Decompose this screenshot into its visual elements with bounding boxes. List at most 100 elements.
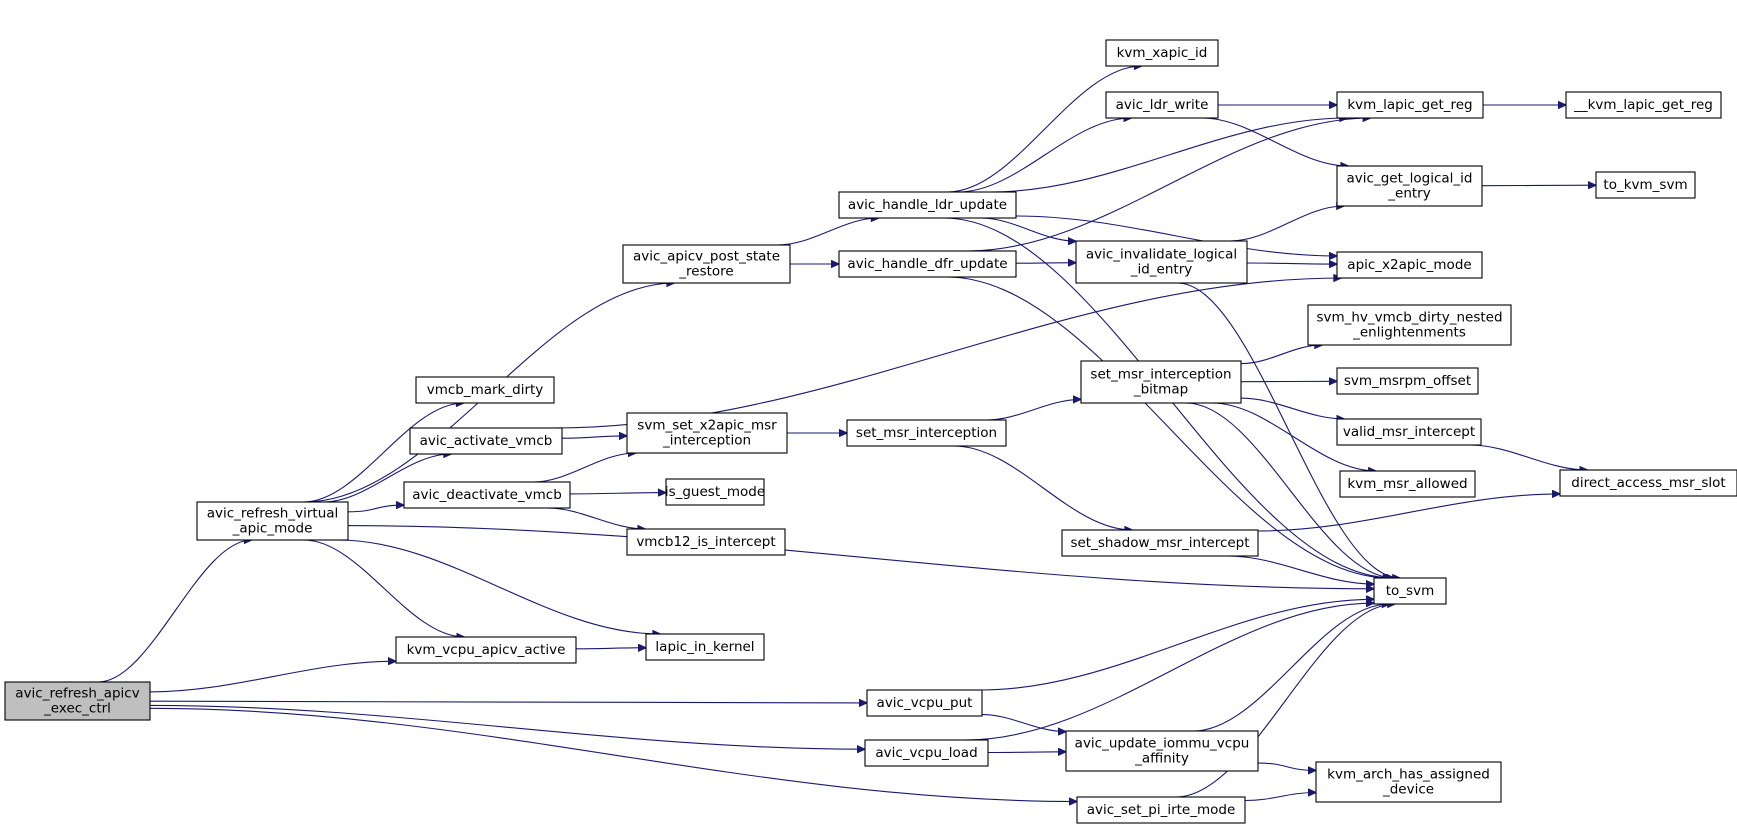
edge-refresh_virtual-to-lapic_in_kernel	[337, 539, 661, 634]
nodes-layer: avic_refresh_apicv_exec_ctrlavic_refresh…	[4, 39, 1737, 824]
edge-path	[554, 278, 1341, 429]
edge-path	[987, 752, 1066, 753]
node-box	[1336, 251, 1483, 279]
edge-path	[986, 399, 1081, 421]
node-is-guest-mode[interactable]: is_guest_mode	[665, 478, 765, 506]
edge-refresh_virtual-to-vmcb_mark_dirty	[303, 403, 464, 503]
edge-path	[957, 118, 1132, 193]
node-box	[1336, 165, 1483, 207]
edge-path	[1201, 117, 1349, 166]
node-avic-deactivate-vmcb[interactable]: avic_deactivate_vmcb	[403, 481, 571, 509]
node-label: vmcb_mark_dirty	[427, 382, 544, 398]
edge-path	[1227, 555, 1374, 584]
node-avic-get-logical-id[interactable]: avic_get_logical_id_entry	[1336, 165, 1483, 207]
node-label: avic_set_pi_irte_mode	[1087, 802, 1236, 818]
node-label: _interception	[662, 433, 751, 449]
edge-avic_invalidate_logical-to-apic_x2apic_mode	[1246, 263, 1337, 264]
edge-avic_vcpu_load-to-avic_update_iommu	[987, 752, 1066, 753]
node-avic-handle-ldr-update[interactable]: avic_handle_ldr_update	[838, 191, 1017, 219]
edge-path	[569, 493, 666, 494]
node-avic-handle-dfr-update[interactable]: avic_handle_dfr_update	[838, 250, 1017, 278]
edge-avic_handle_ldr_update-to-kvm_xapic_id	[947, 66, 1142, 193]
edge-path	[149, 704, 865, 749]
node-avic-invalidate-logical[interactable]: avic_invalidate_logical_id_entry	[1075, 240, 1248, 284]
node-avic-activate-vmcb[interactable]: avic_activate_vmcb	[409, 427, 563, 455]
node-set-msr-interception-bitmap[interactable]: set_msr_interception_bitmap	[1080, 360, 1242, 404]
edge-set_msr_interception_bitmap-to-to_svm	[1185, 402, 1395, 578]
node-direct-access-msr-slot[interactable]: direct_access_msr_slot	[1559, 469, 1737, 497]
edge-refresh_virtual-to-kvm_vcpu_apicv_active	[303, 539, 465, 637]
node-svm-msrpm-offset[interactable]: svm_msrpm_offset	[1336, 367, 1479, 395]
edge-avic_handle_ldr_update-to-avic_invalidate_logical	[980, 217, 1076, 241]
edge-path	[965, 603, 1374, 741]
edge-avic_update_iommu-to-kvm_arch_has_assigned	[1257, 762, 1316, 770]
node-label: avic_handle_dfr_update	[847, 256, 1007, 272]
node-valid-msr-intercept[interactable]: valid_msr_intercept	[1336, 418, 1482, 446]
edge-avic_handle_dfr_update-to-avic_invalidate_logical	[1015, 263, 1076, 264]
node-box	[1065, 730, 1259, 772]
edge-avic_get_logical_id-to-to_kvm_svm	[1481, 185, 1596, 186]
node-label: _device	[1382, 782, 1434, 798]
node-label: svm_msrpm_offset	[1344, 373, 1471, 389]
node-set-shadow-msr-intercept[interactable]: set_shadow_msr_intercept	[1061, 529, 1259, 557]
node-to-svm[interactable]: to_svm	[1373, 577, 1447, 605]
node-label: svm_set_x2apic_msr	[637, 418, 777, 434]
edge-path	[980, 599, 1374, 691]
node-kvm-vcpu-apicv-active[interactable]: kvm_vcpu_apicv_active	[395, 636, 577, 664]
node-box	[1565, 91, 1722, 119]
edge-set_msr_interception-to-set_msr_interception_bitmap	[986, 399, 1081, 421]
node-apic-x2apic-mode[interactable]: apic_x2apic_mode	[1336, 251, 1483, 279]
node-box	[1339, 470, 1476, 498]
edge-path	[1246, 263, 1337, 264]
edge-avic_invalidate_logical-to-to_svm	[1177, 282, 1400, 578]
node-label: direct_access_msr_slot	[1571, 475, 1725, 491]
node-lapic-in-kernel[interactable]: lapic_in_kernel	[645, 633, 765, 661]
node-avic-vcpu-put[interactable]: avic_vcpu_put	[866, 689, 983, 717]
edge-avic_deactivate_vmcb-to-is_guest_mode	[569, 493, 666, 494]
node-box	[403, 481, 571, 509]
node-svm-hv-vmcb-dirty[interactable]: svm_hv_vmcb_dirty_nested_enlightenments	[1307, 304, 1512, 346]
edge-avic_handle_dfr_update-to-kvm_lapic_get_reg	[966, 118, 1371, 252]
node-label: lapic_in_kernel	[655, 639, 754, 655]
node-kvm-lapic-get-reg[interactable]: kvm_lapic_get_reg	[1336, 91, 1484, 119]
node-refresh-virtual[interactable]: avic_refresh_virtual_apic_mode	[196, 501, 349, 541]
edge-path	[1175, 604, 1395, 798]
node---kvm-lapic-get-reg[interactable]: __kvm_lapic_get_reg	[1565, 91, 1722, 119]
node-avic-ldr-write[interactable]: avic_ldr_write	[1105, 91, 1219, 119]
node-label: vmcb12_is_intercept	[636, 534, 775, 550]
node-avic-vcpu-load[interactable]: avic_vcpu_load	[864, 739, 989, 767]
node-svm-set-x2apic[interactable]: svm_set_x2apic_msr_interception	[626, 412, 788, 454]
node-vmcb12-is-intercept[interactable]: vmcb12_is_intercept	[626, 528, 786, 556]
node-box	[1080, 360, 1242, 404]
node-label: to_kvm_svm	[1603, 177, 1687, 193]
node-box	[645, 633, 765, 661]
node-box	[196, 501, 349, 541]
node-avic-apicv-post[interactable]: avic_apicv_post_state_restore	[622, 244, 791, 284]
node-box	[1307, 304, 1512, 346]
node-label: kvm_msr_allowed	[1347, 476, 1467, 492]
node-label: set_shadow_msr_intercept	[1070, 535, 1249, 551]
node-avic-update-iommu[interactable]: avic_update_iommu_vcpu_affinity	[1065, 730, 1259, 772]
node-root[interactable]: avic_refresh_apicv_exec_ctrl	[4, 681, 151, 721]
node-kvm-xapic-id[interactable]: kvm_xapic_id	[1105, 39, 1219, 67]
node-kvm-msr-allowed[interactable]: kvm_msr_allowed	[1339, 470, 1476, 498]
node-box	[626, 412, 788, 454]
edge-avic_handle_ldr_update-to-avic_ldr_write	[957, 118, 1132, 193]
node-avic-set-pi-irte-mode[interactable]: avic_set_pi_irte_mode	[1076, 796, 1246, 824]
node-to-kvm-svm[interactable]: to_kvm_svm	[1595, 171, 1696, 199]
node-label: _affinity	[1134, 751, 1189, 767]
node-set-msr-interception[interactable]: set_msr_interception	[846, 419, 1007, 447]
edge-avic_set_pi_irte_mode-to-to_svm	[1175, 604, 1395, 798]
node-box	[665, 478, 765, 506]
node-label: avic_invalidate_logical	[1086, 247, 1237, 263]
edge-path	[954, 445, 1132, 530]
node-label: avic_refresh_apicv	[15, 686, 139, 702]
node-vmcb-mark-dirty[interactable]: vmcb_mark_dirty	[415, 376, 555, 404]
edge-avic_invalidate_logical-to-avic_get_logical_id	[1229, 206, 1344, 242]
edge-refresh_virtual-to-avic_activate_vmcb	[323, 454, 451, 503]
node-box	[1595, 171, 1696, 199]
edge-path	[533, 453, 636, 483]
node-box	[1373, 577, 1447, 605]
node-kvm-arch-has-assigned[interactable]: kvm_arch_has_assigned_device	[1315, 761, 1502, 803]
